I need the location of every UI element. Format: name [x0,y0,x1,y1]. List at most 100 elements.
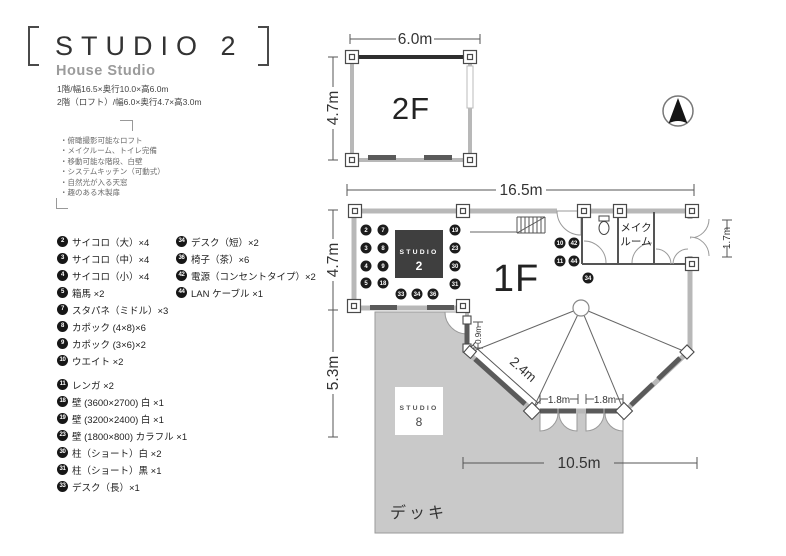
svg-text:23: 23 [452,246,459,252]
svg-text:2: 2 [364,228,368,234]
plan-2f: 6.0m 4.7m 2F [325,31,481,168]
post [344,152,360,168]
plan-marker: 19 [449,224,461,236]
loft-stairs [516,216,546,234]
plan-marker: 30 [449,260,461,272]
deck-label: デッキ [390,503,447,522]
door-bar [558,408,576,414]
dim-2f-height: 4.7m [325,91,342,125]
post [346,298,362,314]
loft-window-right [424,155,452,160]
svg-text:9: 9 [381,264,385,270]
window-cap [462,315,472,325]
svg-text:33: 33 [398,292,405,298]
equipment-label: 柱（ショート）黒 ×1 [72,465,162,477]
studio-title: STUDIO 2 [55,30,244,61]
window [427,305,454,310]
equipment-number-badge: 9 [57,338,68,349]
feature-item: ・自然光が入る天窓 [60,177,128,187]
studio2-box [395,230,443,278]
window [370,305,397,310]
plan-marker: 33 [395,288,407,300]
plan-marker: 23 [449,242,461,254]
equipment-label: サイコロ（大）×4 [72,237,150,249]
equipment-number-badge: 42 [176,270,187,281]
deck-door-right-leaf [585,412,605,432]
svg-text:18: 18 [380,281,387,287]
equipment-item: 34 デスク（短）×2 [176,236,316,249]
equipment-label: LAN ケーブル ×1 [191,288,264,300]
equipment-label: 椅子（茶）×6 [191,254,250,266]
svg-text:7: 7 [381,228,385,234]
dim-deck-width: 10.5m [557,455,600,472]
loft-room-outline [350,55,472,162]
equipment-number-badge: 23 [57,430,68,441]
post [462,49,478,65]
studio2-number: 2 [416,259,423,273]
equipment-label: スタパネ（ミドル）×3 [72,305,169,317]
plan-marker: 5 [360,277,372,289]
corner-quote-top-icon [120,120,133,131]
plan-marker: 31 [449,278,461,290]
post [462,152,478,168]
loft-opening [466,65,474,109]
wall-cap [462,344,478,360]
loft-window-left [368,155,396,160]
plan-marker: 18 [377,277,389,289]
entrance-door [556,210,582,236]
equipment-label: サイコロ（小）×4 [72,271,150,283]
studio-subtitle: House Studio [56,63,156,79]
corner-quote-bottom-icon [56,198,68,209]
svg-text:30: 30 [452,264,459,270]
feature-item: ・移動可能な階段、白壁 [60,156,143,166]
toilet-icon [598,215,610,235]
equipment-label: サイコロ（中）×4 [72,254,150,266]
studio8-box [395,387,443,435]
svg-text:4: 4 [364,264,368,270]
studio8-number: 8 [416,415,423,429]
equipment-label: デスク（短）×2 [191,237,259,249]
equipment-number-badge: 34 [176,236,187,247]
ceiling-peak-icon [572,299,590,317]
equipment-label: レンガ ×2 [72,380,114,392]
equipment-label: デスク（長）×1 [72,482,140,494]
plan-marker: 34 [582,272,594,284]
floor-label-2f: 2F [392,91,430,126]
floor-label-1f: 1F [493,258,539,300]
plan-1f: STUDIO 8 デッキ 10.5m 16.5m 4.7m 5.3m [325,182,733,534]
wall-cap [614,401,634,421]
dim-door-a: 1.8m [548,395,570,406]
equipment-number-badge: 4 [57,270,68,281]
equipment-number-badge: 7 [57,304,68,315]
deck-door-left-leaf [558,412,578,432]
equipment-number-badge: 36 [176,253,187,264]
equipment-item: 8 カポック (4×8)×6 [57,321,187,334]
plan-marker: 42 [568,237,580,249]
post [612,203,628,219]
dim-2f-width: 6.0m [398,31,432,48]
dim-1f-lower: 5.3m [325,356,342,390]
equipment-label: カポック (4×8)×6 [72,322,146,334]
dim-1f-upper: 4.7m [325,243,342,277]
equipment-number-badge: 3 [57,253,68,264]
equipment-number-badge: 8 [57,321,68,332]
deck-door-right-leaf [604,412,624,432]
plan-marker: 7 [377,224,389,236]
equipment-label: 箱馬 ×2 [72,288,105,300]
equipment-number-badge: 18 [57,396,68,407]
spec-line-1: 1階/幅16.5×奥行10.0×高6.0m [57,84,169,94]
wall-cap [679,344,695,360]
svg-text:10: 10 [557,241,564,247]
svg-text:3: 3 [364,246,368,252]
closet-door-leaf [672,248,689,265]
